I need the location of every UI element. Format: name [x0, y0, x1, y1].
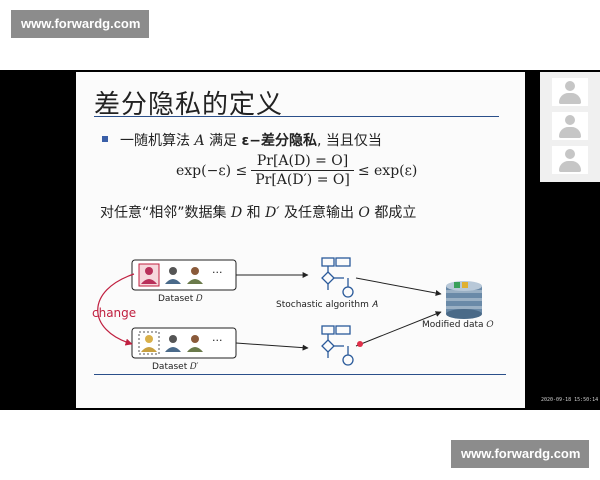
formula-denominator: Pr[A(D′) = O]: [255, 172, 350, 188]
change-label: change: [92, 306, 137, 320]
line1-suffix: , 当且仅当: [317, 133, 382, 149]
formula-left: exp(−ε) ≤: [176, 162, 248, 179]
line1-term: ε−差分隐私: [241, 133, 318, 149]
participant-sidebar: [540, 72, 600, 182]
condition-line: 对任意“相邻”数据集 D 和 D′ 及任意输出 O 都成立: [100, 202, 416, 222]
title-underline: [94, 116, 499, 117]
dataset-d-label: Dataset 𝐷: [158, 294, 203, 304]
slide: 差分隐私的定义 一随机算法 A 满足 ε−差分隐私, 当且仅当 exp(−ε) …: [76, 72, 525, 408]
formula-numerator: Pr[A(D) = O]: [256, 153, 349, 169]
person-icon: [141, 335, 157, 352]
bullet-icon: [102, 136, 108, 142]
avatar-body: [559, 161, 581, 172]
formula-fraction: Pr[A(D) = O] Pr[A(D′) = O]: [251, 152, 354, 189]
avatar-icon: [565, 149, 575, 159]
avatar-icon: [565, 115, 575, 125]
avatar-body: [559, 93, 581, 104]
flowchart-icon: [321, 325, 354, 366]
person-icon: [165, 335, 181, 352]
line2-o: O: [358, 205, 370, 221]
video-timestamp: 2020-09-18 15:50:14: [541, 397, 599, 403]
line2-part1: 对任意“相邻”数据集: [100, 205, 231, 221]
dataset-dprime-label: Dataset 𝐷′: [152, 362, 199, 372]
algorithm-label: Stochastic algorithm 𝐴: [276, 300, 378, 310]
person-icon: [187, 267, 203, 284]
line2-part2: 和: [242, 205, 266, 221]
person-icon: [141, 267, 157, 284]
pointer-dot: [357, 341, 363, 347]
avatar-body: [559, 127, 581, 138]
line2-part4: 都成立: [369, 205, 417, 221]
formula-right: ≤ exp(ε): [357, 162, 418, 179]
output-label: Modified data 𝑂: [422, 320, 494, 330]
avatar-icon: [565, 81, 575, 91]
change-arrow: [97, 273, 135, 346]
watermark-top: www.forwardg.com: [11, 10, 149, 38]
participant-tile[interactable]: [552, 146, 588, 174]
slide-title: 差分隐私的定义: [94, 90, 284, 120]
line1-algo: A: [194, 133, 205, 149]
arrow-icon: [235, 342, 309, 351]
dp-formula: exp(−ε) ≤ Pr[A(D) = O] Pr[A(D′) = O] ≤ e…: [176, 152, 417, 189]
line1-middle: 满足: [204, 133, 242, 149]
dp-diagram: Dataset 𝐷 Dataset 𝐷′ change Stochastic a…: [76, 250, 525, 408]
database-icon: [446, 281, 482, 319]
person-icon: [187, 335, 203, 352]
ellipsis-bottom: ···: [212, 334, 223, 347]
line1-prefix: 一随机算法: [120, 133, 195, 149]
arrow-icon: [355, 311, 442, 347]
ellipsis-top: ···: [212, 266, 223, 279]
arrow-icon: [355, 277, 442, 296]
definition-line: 一随机算法 A 满足 ε−差分隐私, 当且仅当: [120, 130, 382, 150]
bottom-rule: [94, 374, 506, 375]
line2-d: D: [230, 205, 243, 221]
fraction-bar: [251, 170, 354, 171]
person-icon: [165, 267, 181, 284]
line2-dprime: D′: [265, 205, 280, 221]
diagram-svg: [97, 257, 482, 366]
watermark-bottom: www.forwardg.com: [451, 440, 589, 468]
line2-part3: 及任意输出: [279, 205, 359, 221]
participant-tile[interactable]: [552, 112, 588, 140]
flowchart-icon: [321, 257, 354, 298]
participant-tile[interactable]: [552, 78, 588, 106]
